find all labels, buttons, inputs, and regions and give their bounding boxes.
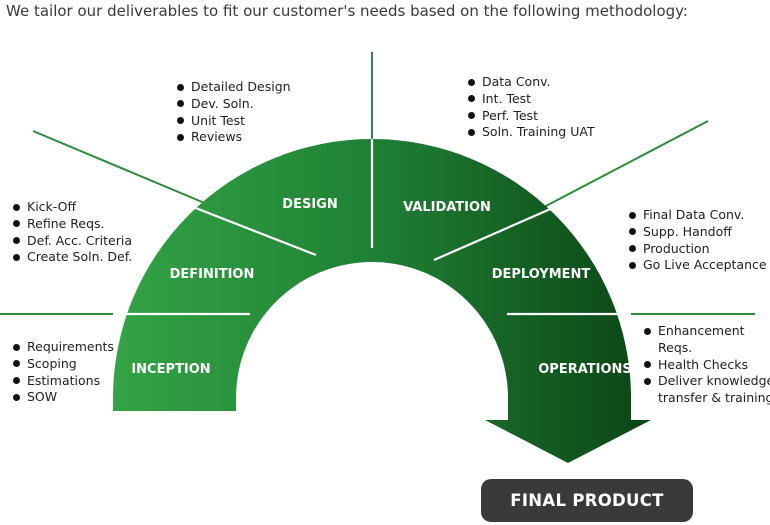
list-item: Perf. Test xyxy=(467,108,595,125)
list-item: SOW xyxy=(12,389,114,406)
phase-label-validation: VALIDATION xyxy=(403,200,491,215)
final-product-badge: FINAL PRODUCT xyxy=(481,479,693,522)
list-item: Dev. Soln. xyxy=(176,96,291,113)
phase-label-design: DESIGN xyxy=(282,197,337,212)
list-item: Detailed Design xyxy=(176,79,291,96)
list-item: Refine Reqs. xyxy=(12,216,132,233)
list-item: Unit Test xyxy=(176,113,291,130)
list-item: Production xyxy=(628,241,767,258)
list-item: Go Live Acceptance xyxy=(628,257,767,274)
list-item: Deliver knowledge xyxy=(643,373,770,390)
list-item-continuation: transfer & training xyxy=(658,390,770,406)
list-item: Create Soln. Def. xyxy=(12,249,132,266)
list-item: Requirements xyxy=(12,339,114,356)
phase-label-definition: DEFINITION xyxy=(170,267,255,282)
inception-tasks: Requirements Scoping Estimations SOW xyxy=(12,339,114,406)
list-item: Health Checks xyxy=(643,357,770,374)
list-item: Supp. Handoff xyxy=(628,224,767,241)
list-item-continuation: Reqs. xyxy=(658,339,693,355)
list-item: Scoping xyxy=(12,356,114,373)
list-item: Data Conv. xyxy=(467,74,595,91)
list-item: Kick-Off xyxy=(12,199,132,216)
list-item: Soln. Training UAT xyxy=(467,124,595,141)
list-item: Int. Test xyxy=(467,91,595,108)
arc-band xyxy=(113,139,651,463)
definition-tasks: Kick-Off Refine Reqs. Def. Acc. Criteria… xyxy=(12,199,132,266)
phase-label-deployment: DEPLOYMENT xyxy=(492,267,591,282)
list-item: Final Data Conv. xyxy=(628,207,767,224)
list-item: Def. Acc. Criteria xyxy=(12,233,132,250)
deployment-tasks: Final Data Conv. Supp. Handoff Productio… xyxy=(628,207,767,274)
intro-text: We tailor our deliverables to fit our cu… xyxy=(6,2,688,20)
list-item: Estimations xyxy=(12,373,114,390)
list-item: Reviews xyxy=(176,129,291,146)
design-tasks: Detailed Design Dev. Soln. Unit Test Rev… xyxy=(176,79,291,146)
phase-label-inception: INCEPTION xyxy=(131,362,210,377)
list-item: Enhancement xyxy=(643,323,770,340)
segment-dividers xyxy=(113,139,631,316)
validation-tasks: Data Conv. Int. Test Perf. Test Soln. Tr… xyxy=(467,74,595,141)
phase-label-operations: OPERATIONS xyxy=(538,362,632,377)
operations-tasks: Enhancement Reqs. Health Checks Deliver … xyxy=(643,323,770,407)
